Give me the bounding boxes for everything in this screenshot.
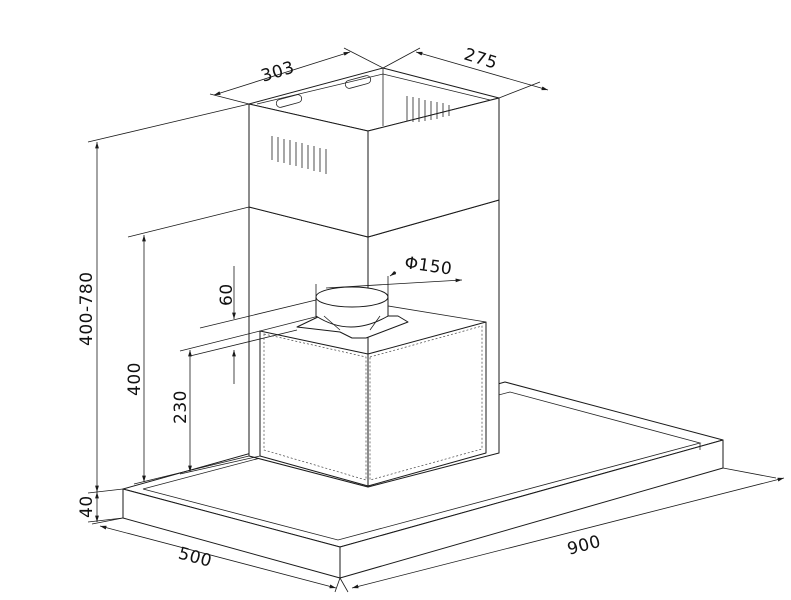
label-chimney-depth: 275 [461, 45, 499, 74]
label-chimney-height: 400-780 [77, 271, 97, 346]
label-collar-height: 60 [217, 283, 237, 306]
motor-box [259, 302, 487, 487]
label-hood-width: 900 [565, 532, 603, 560]
vent-slots-right [406, 96, 450, 122]
label-box-height: 230 [171, 390, 191, 424]
duct-collar [296, 286, 409, 339]
dimension-lines [87, 47, 785, 593]
label-hood-depth: 500 [176, 544, 214, 572]
label-canopy-height: 400 [125, 362, 145, 396]
vent-slots-left [271, 136, 327, 174]
label-glass-thickness: 40 [77, 495, 97, 518]
label-chimney-width: 303 [259, 58, 297, 87]
